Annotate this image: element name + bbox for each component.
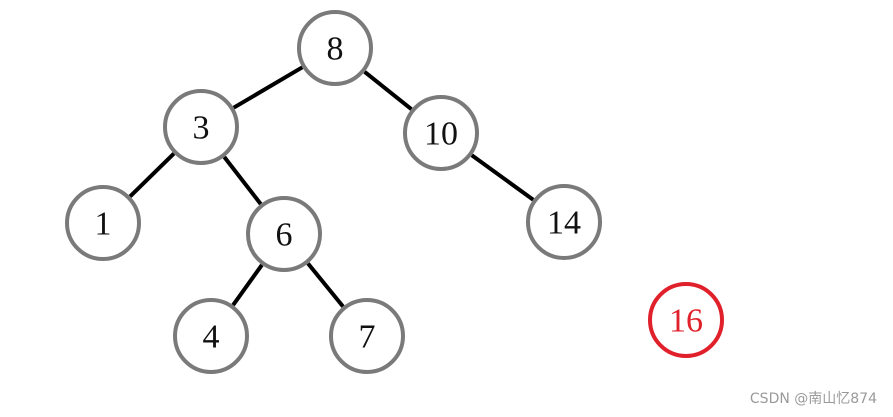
node-label-14: 14	[547, 205, 581, 242]
node-label-16: 16	[669, 303, 703, 340]
edge-10-14	[470, 153, 535, 202]
tree-node-14: 14	[526, 184, 602, 260]
node-label-4: 4	[203, 319, 220, 356]
node-circle-1	[65, 185, 141, 261]
node-label-7: 7	[359, 319, 376, 356]
tree-node-6: 6	[246, 196, 322, 272]
tree-node-7: 7	[329, 298, 405, 374]
node-circle-10	[403, 95, 479, 171]
watermark-text: CSDN @南山忆874	[749, 391, 877, 407]
node-label-3: 3	[193, 110, 210, 147]
node-circle-6	[246, 196, 322, 272]
edge-8-10	[363, 70, 413, 111]
highlighted-node-group: 16	[648, 282, 724, 358]
edge-6-7	[306, 262, 345, 308]
tree-edges	[128, 65, 535, 308]
tree-node-10: 10	[403, 95, 479, 171]
node-circle-14	[526, 184, 602, 260]
node-label-1: 1	[95, 206, 112, 243]
edge-8-3	[232, 65, 304, 110]
node-circle-7	[329, 298, 405, 374]
node-label-10: 10	[424, 116, 458, 153]
tree-node-3: 3	[163, 89, 239, 165]
tree-node-8: 8	[297, 10, 373, 86]
node-label-8: 8	[327, 31, 344, 68]
node-circle-3	[163, 89, 239, 165]
node-circle-16	[648, 282, 724, 358]
node-label-6: 6	[276, 217, 293, 254]
node-circle-4	[173, 298, 249, 374]
node-circle-8	[297, 10, 373, 86]
tree-node-16: 16	[648, 282, 724, 358]
tree-node-1: 1	[65, 185, 141, 261]
tree-node-4: 4	[173, 298, 249, 374]
tree-nodes: 8 3 10 1 6 14 4 7	[65, 10, 602, 374]
edge-3-6	[222, 155, 263, 206]
edge-3-1	[128, 152, 176, 198]
edge-6-4	[231, 263, 264, 307]
